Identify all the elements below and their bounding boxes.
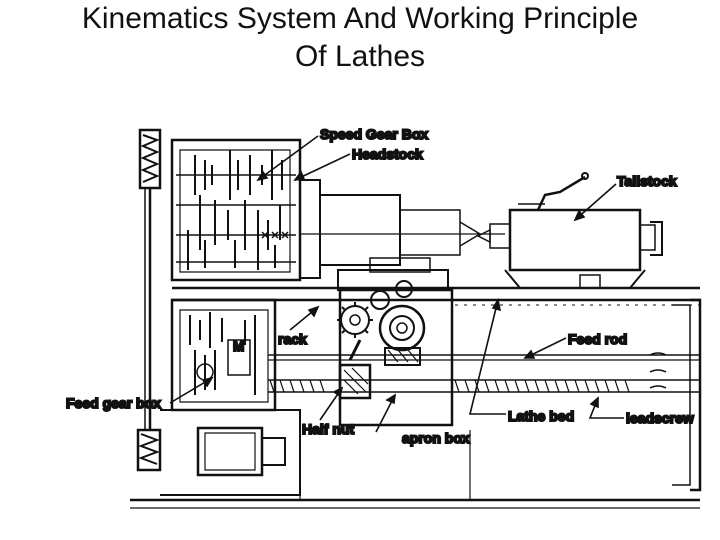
label-tailstock: Tailstock: [617, 173, 677, 189]
spindle-chuck: [300, 179, 505, 279]
motor: [160, 409, 301, 496]
label-feed-rod: Feed rod: [568, 331, 627, 347]
title-line-2: Of Lathes: [294, 40, 426, 73]
leader-arrows: [169, 135, 624, 433]
label-leadscrew: leadscrew: [626, 410, 694, 426]
bottom-pulley: [136, 428, 162, 472]
label-apron-box: apron box: [402, 430, 470, 446]
label-headstock: Headstock: [352, 146, 423, 162]
label-motor-symbol: M: [233, 339, 244, 354]
label-speed-gear-box: Speed Gear Box: [320, 126, 428, 142]
tailstock-body: [476, 172, 663, 289]
lathe-base: [130, 425, 700, 509]
diagram-title: Kinematics System And Working Principle …: [0, 0, 720, 76]
leadscrew: [268, 379, 700, 393]
top-pulley: [138, 128, 162, 190]
feed-gear-box: [170, 298, 277, 412]
label-feed-gear-box: Feed gear box: [66, 395, 161, 411]
title-line-1: Kinematics System And Working Principle: [81, 2, 639, 35]
label-half-nut: Half nut: [302, 421, 354, 437]
label-rack: rack: [278, 331, 307, 347]
headstock-body: [170, 138, 302, 282]
lathe-bed-rails: [172, 286, 702, 492]
label-lathe-bed: Lathe bed: [508, 408, 574, 424]
